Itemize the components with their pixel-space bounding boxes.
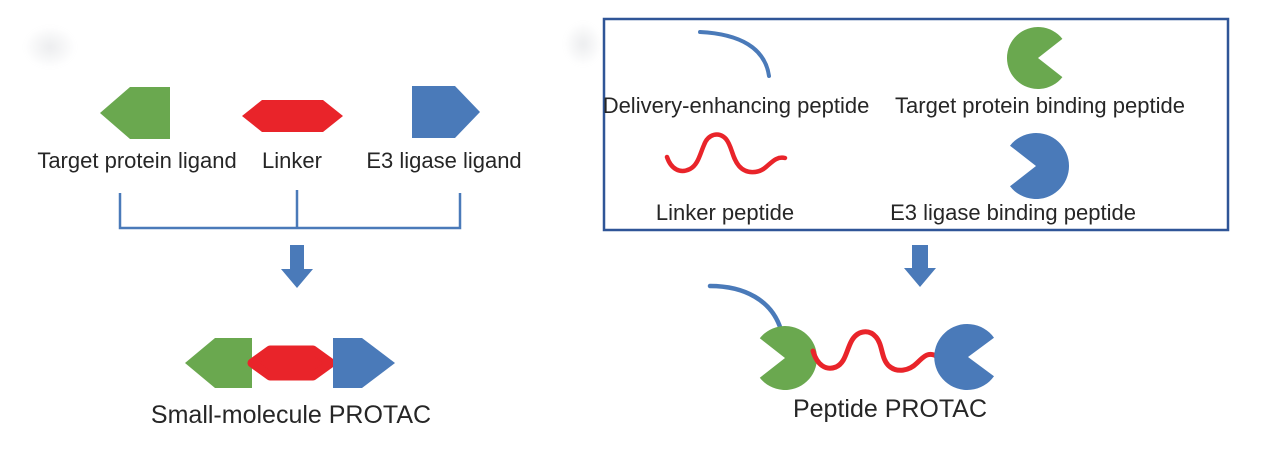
delivery-enhancing-peptide-shape bbox=[698, 30, 771, 78]
protac-target-binding-part bbox=[759, 326, 818, 390]
e3-ligase-ligand-shape bbox=[412, 86, 480, 138]
linker-peptide-label: Linker peptide bbox=[655, 200, 795, 225]
protac-linker-peptide-part bbox=[810, 329, 941, 373]
target-protein-binding-peptide-label: Target protein binding peptide bbox=[895, 93, 1185, 118]
protac-e3-ligand-part bbox=[333, 338, 395, 388]
peptide-protac-shape bbox=[707, 283, 994, 390]
target-protein-binding-peptide-shape bbox=[1006, 27, 1063, 89]
e3-ligase-binding-peptide-shape bbox=[1010, 133, 1070, 199]
protac-delivery-peptide-part bbox=[707, 283, 784, 333]
target-protein-ligand-shape bbox=[100, 87, 170, 139]
peptide-protac-caption: Peptide PROTAC bbox=[792, 395, 988, 423]
legend-box bbox=[602, 17, 1230, 232]
background-artifact bbox=[24, 26, 76, 68]
linker-shape bbox=[242, 100, 343, 132]
protac-linker-part bbox=[247, 345, 336, 381]
protac-e3-binding-part bbox=[934, 324, 994, 390]
linker-label: Linker bbox=[262, 148, 322, 173]
protac-target-ligand-part bbox=[185, 338, 252, 388]
e3-ligase-ligand-label: E3 ligase ligand bbox=[366, 148, 522, 173]
peptide-panel bbox=[602, 17, 1230, 390]
target-protein-ligand-label: Target protein ligand bbox=[37, 148, 237, 173]
e3-ligase-binding-peptide-label: E3 ligase binding peptide bbox=[890, 200, 1136, 225]
delivery-enhancing-peptide-label: Delivery-enhancing peptide bbox=[602, 93, 870, 118]
small-molecule-protac-shape bbox=[185, 338, 395, 388]
linker-peptide-shape bbox=[664, 132, 788, 175]
down-arrow-icon bbox=[904, 245, 936, 287]
down-arrow-icon bbox=[281, 245, 313, 288]
small-molecule-panel bbox=[100, 86, 480, 388]
small-molecule-protac-caption: Small-molecule PROTAC bbox=[150, 401, 432, 429]
combine-bracket bbox=[118, 190, 462, 230]
background-artifact bbox=[564, 22, 602, 66]
